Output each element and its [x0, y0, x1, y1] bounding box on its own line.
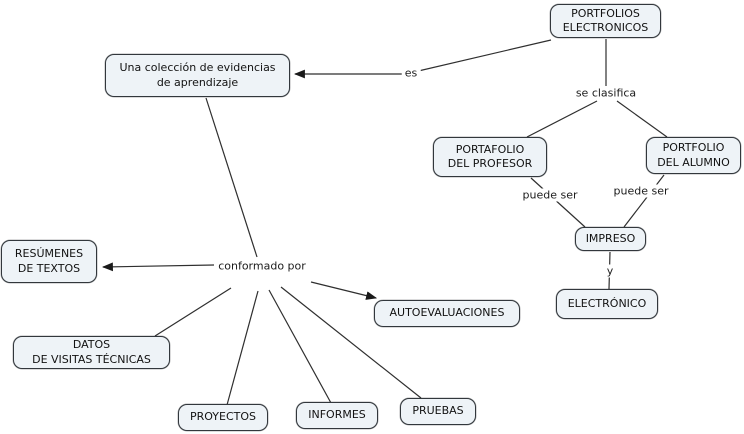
node-datos-visitas-tecnicas[interactable]: DATOS DE VISITAS TÉCNICAS [13, 336, 170, 369]
node-coleccion-evidencias[interactable]: Una colección de evidencias de aprendiza… [105, 54, 290, 97]
node-portfolios-electronicos[interactable]: PORTFOLIOS ELECTRONICOS [550, 4, 661, 38]
link-label-conformado-por[interactable]: conformado por [215, 259, 309, 273]
node-informes[interactable]: INFORMES [296, 402, 378, 429]
link-label-y[interactable]: y [603, 264, 617, 278]
link-label-puede-ser-alumno[interactable]: puede ser [610, 184, 672, 198]
link-label-es[interactable]: es [401, 66, 421, 80]
link-label-se-clasifica[interactable]: se clasifica [572, 86, 640, 100]
connector-seclasifica-profesor [526, 100, 598, 138]
node-portfolio-del-alumno[interactable]: PORTFOLIO DEL ALUMNO [646, 137, 741, 174]
node-electronico[interactable]: ELECTRÓNICO [556, 289, 658, 319]
node-autoevaluaciones[interactable]: AUTOEVALUACIONES [374, 300, 520, 327]
node-proyectos[interactable]: PROYECTOS [178, 404, 268, 431]
connector-coleccion-conformado [205, 97, 258, 258]
node-resumenes-de-textos[interactable]: RESÚMENES DE TEXTOS [1, 240, 97, 283]
connector-conformado-informes [268, 289, 332, 404]
link-label-puede-ser-profesor[interactable]: puede ser [519, 188, 581, 202]
connector-portfolios-es [413, 39, 552, 73]
node-portafolio-del-profesor[interactable]: PORTAFOLIO DEL PROFESOR [433, 137, 547, 177]
connector-conformado-autoevaluaciones-arrow [310, 281, 378, 300]
connector-conformado-proyectos [226, 290, 259, 406]
connector-conformado-datos [154, 287, 232, 337]
connector-conformado-pruebas [280, 286, 422, 399]
node-pruebas[interactable]: PRUEBAS [400, 398, 476, 425]
connector-seclasifica-alumno [616, 100, 668, 138]
connector-profesor-impreso [530, 177, 586, 228]
connector-alumno-impreso [623, 174, 665, 228]
connector-conformado-resumenes-arrow [101, 262, 215, 272]
node-impreso[interactable]: IMPRESO [575, 227, 646, 251]
